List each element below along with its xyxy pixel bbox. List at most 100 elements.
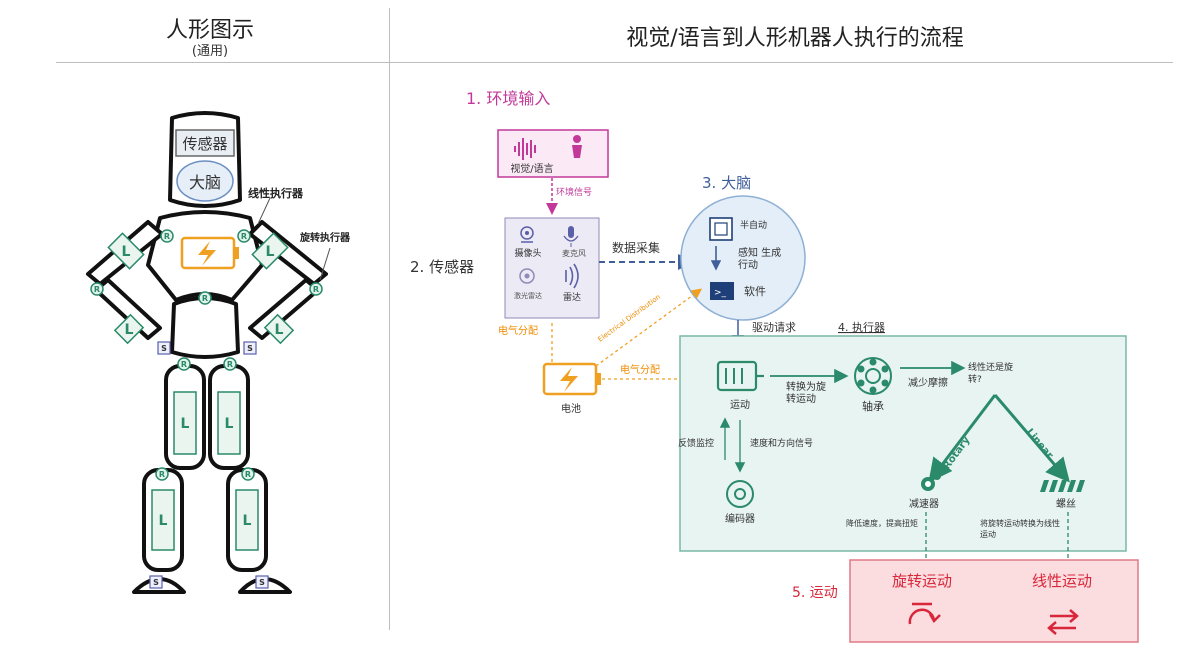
- svg-text:L: L: [181, 416, 190, 432]
- svg-text:S: S: [247, 344, 253, 353]
- drive-request-label: 驱动请求: [752, 321, 796, 334]
- step5-label: 5. 运动: [792, 585, 838, 601]
- svg-text:L: L: [122, 244, 131, 260]
- rotary-branch-arrow: [928, 394, 997, 483]
- svg-text:L: L: [225, 416, 234, 432]
- rotary-joints: [90, 229, 323, 481]
- svg-text:S: S: [161, 344, 167, 353]
- decision-label-1: 线性还是旋: [968, 361, 1013, 373]
- linear-actuators: [107, 232, 295, 551]
- rotate-icon: [908, 602, 941, 625]
- vision-language-label: 视觉/语言: [510, 162, 553, 175]
- svg-text:R: R: [227, 360, 233, 369]
- sensor-box: [175, 129, 235, 157]
- chip-icon: [709, 217, 733, 241]
- action-label: 行动: [738, 258, 758, 271]
- svg-text:R: R: [94, 285, 100, 294]
- reduce-speed-label: 降低速度，提高扭矩: [846, 518, 918, 528]
- battery-label: 电池: [561, 402, 581, 415]
- encoder-label: 编码器: [725, 512, 755, 525]
- svg-text:>_: >_: [714, 288, 727, 298]
- motor-icon: [716, 360, 764, 392]
- left-subtitle: (通用): [191, 44, 229, 59]
- header-divider: [56, 62, 1173, 63]
- step3-label: 3. 大脑: [702, 174, 751, 192]
- feedback-label: 反馈监控: [678, 437, 714, 449]
- svg-text:L: L: [243, 513, 252, 529]
- camera-icon: [520, 226, 534, 243]
- convert-linear-label-1: 将旋转运动转换为线性: [980, 518, 1060, 528]
- rotary-joint-letters: R R R R R R R R R: [94, 232, 319, 479]
- radar-icon: [565, 263, 579, 289]
- step1-label: 1. 环境输入: [466, 89, 550, 108]
- svg-text:R: R: [245, 470, 251, 479]
- left-title: 人形图示: [165, 18, 254, 43]
- battery-flow-icon: [542, 362, 601, 396]
- step2-label: 2. 传感器: [410, 258, 474, 276]
- encoder-icon: [726, 480, 754, 508]
- svg-text:S: S: [153, 578, 159, 587]
- column-divider: [389, 8, 390, 630]
- step4-label: 4. 执行器: [838, 320, 885, 334]
- svg-text:L: L: [125, 322, 134, 338]
- decision-label-2: 转?: [968, 373, 982, 385]
- convert-linear-label-2: 运动: [980, 529, 996, 539]
- semi-auto-label: 半自动: [740, 219, 767, 231]
- svg-text:S: S: [259, 578, 265, 587]
- svg-text:R: R: [241, 232, 247, 241]
- screw-icon: [1040, 480, 1085, 492]
- linear-actuator-letters: L L L L L L L L: [122, 244, 284, 529]
- bearing-icon: [854, 357, 892, 395]
- svg-text:R: R: [164, 232, 170, 241]
- svg-text:R: R: [313, 285, 319, 294]
- svg-text:L: L: [266, 244, 275, 260]
- electrical-distribution-label: Electrical Distribution: [596, 293, 662, 344]
- software-label: 软件: [744, 284, 766, 298]
- screw-label: 螺丝: [1056, 498, 1076, 510]
- lidar-label: 激光雷达: [514, 291, 542, 300]
- motion-label: 运动: [730, 399, 750, 411]
- env-input-box: [497, 129, 609, 178]
- reducer-label: 减速器: [909, 498, 939, 510]
- camera-label: 摄像头: [514, 247, 541, 259]
- svg-text:R: R: [159, 470, 165, 479]
- lidar-icon: [519, 268, 535, 284]
- reduce-friction-label: 减少摩擦: [908, 376, 948, 389]
- gear-icon: [921, 472, 941, 491]
- sensor-label: 传感器: [182, 135, 227, 153]
- person-icon: [572, 135, 582, 158]
- waveform-icon: [514, 138, 536, 160]
- svg-text:R: R: [181, 360, 187, 369]
- env-signal-label: 环境信号: [556, 186, 592, 198]
- s-sensors: [149, 341, 269, 589]
- battery-icon: [180, 236, 239, 270]
- radar-label: 雷达: [563, 291, 581, 303]
- convert-rotary-label-2: 转运动: [786, 392, 816, 405]
- s-sensor-letters: S S S S: [153, 344, 265, 587]
- terminal-icon: >_: [710, 282, 734, 300]
- linear-branch-arrow: [993, 394, 1070, 483]
- linear-actuator-callout: 线性执行器: [248, 186, 304, 200]
- microphone-icon: [563, 226, 579, 247]
- motion-panel: [849, 559, 1139, 643]
- bearing-label: 轴承: [862, 399, 884, 413]
- rotary-actuator-leader: [319, 247, 331, 281]
- svg-text:R: R: [202, 294, 208, 303]
- robot-pelvis: [170, 296, 240, 359]
- actuator-panel: [679, 335, 1127, 552]
- perceive-generate-label: 感知 生成: [738, 246, 781, 259]
- svg-text:L: L: [159, 513, 168, 529]
- linear-motion-label: 线性运动: [1032, 572, 1092, 590]
- power-dist-left-label: 电气分配: [498, 324, 538, 337]
- linear-actuator-leader: [257, 197, 271, 225]
- power-dist-right-label: 电气分配: [620, 363, 660, 376]
- rotary-actuator-callout: 旋转执行器: [299, 231, 351, 244]
- rotary-motion-label: 旋转运动: [892, 572, 952, 590]
- speed-direction-label: 速度和方向信号: [750, 437, 813, 449]
- svg-text:L: L: [275, 322, 284, 338]
- convert-rotary-label-1: 转换为旋: [786, 380, 826, 393]
- brain-ellipse: [176, 160, 234, 202]
- sensors-box: [504, 217, 600, 319]
- swap-arrows-icon: [1047, 609, 1079, 635]
